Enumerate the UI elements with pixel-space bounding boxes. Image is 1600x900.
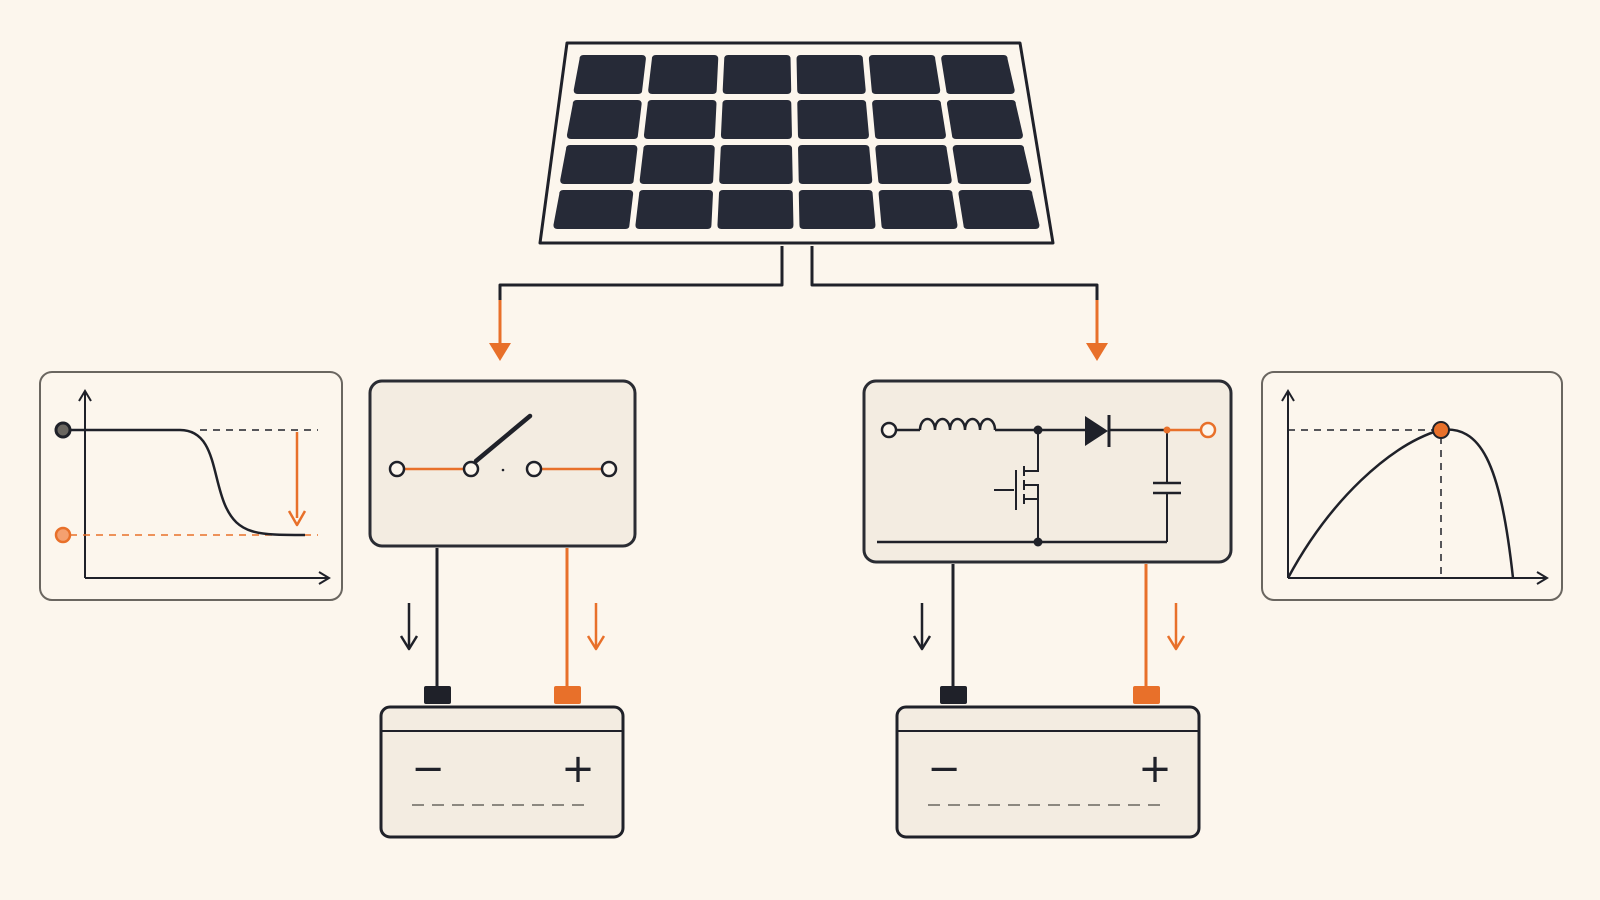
right-battery-negative-label: −: [927, 746, 961, 792]
left-battery-negative-label: −: [411, 746, 445, 792]
right-battery-positive-label: +: [1138, 746, 1172, 792]
solar-cell: [798, 145, 873, 184]
switch-input-terminal: [388, 460, 406, 478]
solar-cell: [553, 190, 634, 229]
up-arrow-icon: [78, 389, 92, 402]
solar-panel-cells: [553, 55, 1040, 229]
left-battery-negative-post: [424, 686, 451, 704]
panel-wires: [489, 246, 1108, 361]
solar-cell: [573, 55, 646, 94]
boost-converter: [862, 379, 1233, 564]
converter-output-node: [1163, 426, 1171, 434]
left-plot: [39, 371, 343, 601]
solar-cell: [878, 190, 958, 229]
right-plot-peak-point: [1432, 421, 1450, 439]
left-battery-wires: [399, 548, 606, 686]
solar-cell: [958, 190, 1040, 229]
solar-cell: [868, 55, 941, 94]
left-battery: − +: [379, 686, 625, 839]
down-arrow-icon: [586, 635, 606, 651]
down-arrow-icon: [1166, 635, 1186, 651]
left-feed-wire: [498, 246, 784, 315]
right-arrow-icon: [1536, 571, 1549, 585]
left-feed-arrow-icon: [489, 343, 511, 361]
right-plot-frame: [1261, 371, 1563, 601]
converter-node-top: [1033, 425, 1043, 435]
solar-cell: [941, 55, 1015, 94]
left-battery-positive-label: +: [561, 746, 595, 792]
solar-cell: [720, 100, 792, 139]
switch-output-terminal: [600, 460, 618, 478]
solar-cell: [717, 190, 794, 229]
converter-input-terminal: [880, 421, 898, 439]
down-arrow-icon: [287, 510, 307, 527]
left-plot-start-dot: [54, 421, 72, 439]
diode-icon: [1085, 416, 1108, 446]
right-battery-wires: [912, 564, 1186, 686]
transistor-icon: [994, 466, 1039, 510]
solar-cell: [796, 55, 866, 94]
solar-cell: [798, 190, 876, 229]
switch-icon: [473, 413, 533, 464]
left-plot-curve: [62, 428, 306, 537]
solar-cell: [722, 55, 792, 94]
right-battery-positive-post: [1133, 686, 1160, 704]
down-arrow-icon: [399, 635, 419, 651]
solar-cell: [566, 100, 642, 139]
down-arrow-icon: [912, 635, 932, 651]
right-battery: − +: [895, 686, 1201, 839]
up-arrow-icon: [1281, 389, 1295, 402]
solar-panel: [538, 41, 1055, 245]
switch-contact-terminal: [525, 460, 543, 478]
solar-cell: [952, 145, 1032, 184]
right-feed-arrow-icon: [1086, 343, 1108, 361]
right-plot: [1261, 371, 1563, 601]
switch-pivot-terminal: [462, 460, 480, 478]
solar-cell: [648, 55, 719, 94]
right-battery-negative-post: [940, 686, 967, 704]
left-plot-end-dot: [54, 526, 72, 544]
solar-cell: [719, 145, 793, 184]
boost-converter-box: [862, 379, 1233, 564]
left-battery-positive-post: [554, 686, 581, 704]
converter-output-terminal: [1199, 421, 1217, 439]
solar-cell: [643, 100, 717, 139]
switch-controller-box: [368, 379, 637, 548]
switch-controller: [368, 379, 637, 548]
switch-gap-dot: [501, 468, 505, 472]
inductor-icon: [918, 417, 997, 431]
solar-cell: [872, 100, 946, 139]
right-arrow-icon: [318, 571, 331, 585]
converter-node-bottom: [1033, 537, 1043, 547]
right-feed-wire: [810, 246, 1099, 315]
solar-cell: [875, 145, 952, 184]
solar-cell: [639, 145, 715, 184]
solar-cell: [797, 100, 869, 139]
solar-cell: [635, 190, 713, 229]
solar-cell: [560, 145, 638, 184]
solar-cell: [946, 100, 1023, 139]
